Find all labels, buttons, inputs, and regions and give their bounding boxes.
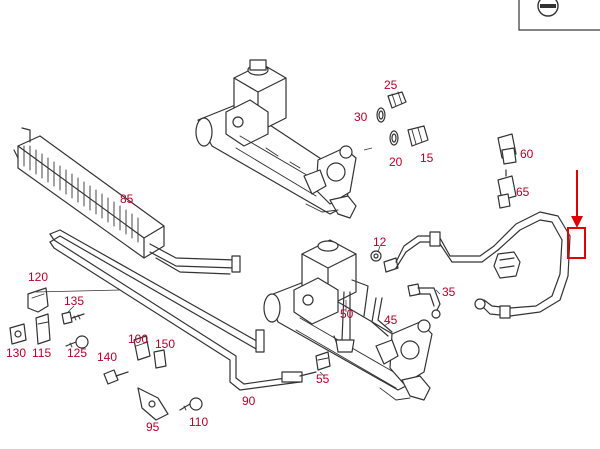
- label-20: 20: [389, 155, 403, 169]
- clip-60: [497, 133, 517, 165]
- bracket-95: [137, 387, 169, 421]
- clamp-130: [9, 323, 27, 345]
- hose-45: [371, 297, 393, 337]
- hose-50: [335, 291, 355, 353]
- clip-55: [315, 351, 331, 371]
- fitting-65: [497, 169, 517, 209]
- label-125: 125: [67, 346, 87, 360]
- label-100: 100: [128, 332, 148, 346]
- oil-cooler-85: [13, 127, 241, 275]
- screw-125: [65, 335, 89, 349]
- label-115: 115: [32, 346, 51, 360]
- pressure-line-35: [407, 283, 441, 319]
- label-140: 140: [97, 350, 117, 364]
- hose-line-90: [49, 229, 317, 391]
- bolt-140: [103, 369, 129, 385]
- label-12: 12: [373, 235, 387, 249]
- seal-ring-20: [389, 130, 399, 146]
- bolt-135: [61, 311, 85, 325]
- fitting-set-upper: [363, 91, 429, 151]
- lock-symbol-icon: [537, 0, 559, 17]
- label-30: 30: [354, 110, 368, 124]
- red-down-arrow-icon: [571, 170, 583, 228]
- label-95: 95: [146, 420, 160, 434]
- fitting-15: [407, 125, 429, 147]
- part-labels: 25 30 20 15 60 65 85 12 120 35 135 50 45…: [6, 78, 534, 434]
- corner-badge: [518, 0, 600, 31]
- label-120: 120: [28, 270, 48, 284]
- leader-lines: [35, 245, 441, 377]
- bracket-120: [27, 287, 49, 313]
- label-50: 50: [340, 307, 354, 321]
- label-25: 25: [384, 78, 398, 92]
- red-highlight-box: [567, 227, 586, 259]
- cooler-fins: [23, 145, 139, 243]
- pressure-line-upper: [383, 211, 571, 319]
- label-35: 35: [442, 285, 456, 299]
- clamp-150: [153, 349, 167, 369]
- label-90: 90: [242, 394, 256, 408]
- lower-steering-gear: [263, 239, 433, 401]
- bracket-115: [35, 313, 51, 345]
- label-110: 110: [189, 415, 208, 429]
- seal-ring-30: [376, 107, 386, 123]
- fitting-25: [387, 91, 407, 109]
- label-150: 150: [155, 337, 175, 351]
- fitting-12: [370, 250, 382, 262]
- label-65: 65: [516, 185, 530, 199]
- label-135: 135: [64, 294, 84, 308]
- label-55: 55: [316, 372, 330, 386]
- upper-steering-gear: [195, 59, 357, 219]
- label-130: 130: [6, 346, 26, 360]
- label-15: 15: [420, 151, 434, 165]
- label-85: 85: [120, 192, 134, 206]
- bolt-110: [179, 397, 203, 411]
- label-60: 60: [520, 147, 534, 161]
- label-45: 45: [384, 313, 398, 327]
- clamp-100: [133, 335, 151, 361]
